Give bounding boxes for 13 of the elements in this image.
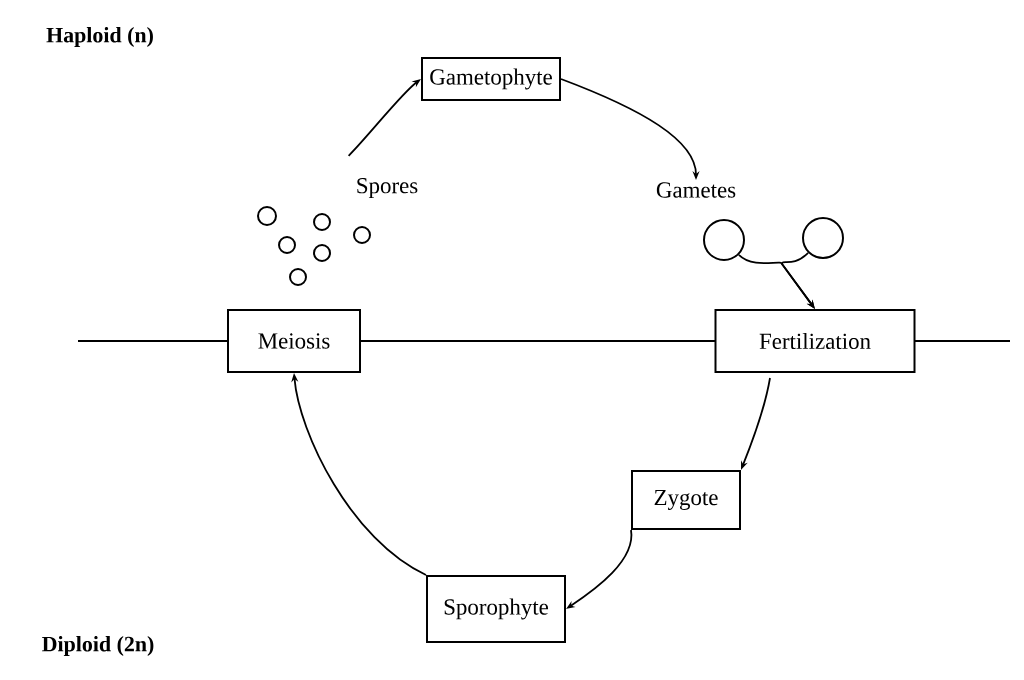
process-box: Zygote [631, 470, 741, 530]
process-box: Sporophyte [426, 575, 566, 643]
stage-label: Spores [357, 177, 418, 198]
region-label: Diploid (2n) [42, 636, 154, 656]
gamete-circle [802, 217, 844, 259]
arrow [347, 79, 421, 157]
stage-label: Gametes [656, 182, 736, 198]
process-box: Fertilization [714, 309, 916, 373]
process-box: Gametophyte [421, 57, 561, 101]
process-box: Meiosis [227, 309, 361, 373]
arrow [781, 251, 815, 309]
gamete-circle [703, 219, 745, 261]
region-label: Haploid (n) [46, 27, 153, 47]
